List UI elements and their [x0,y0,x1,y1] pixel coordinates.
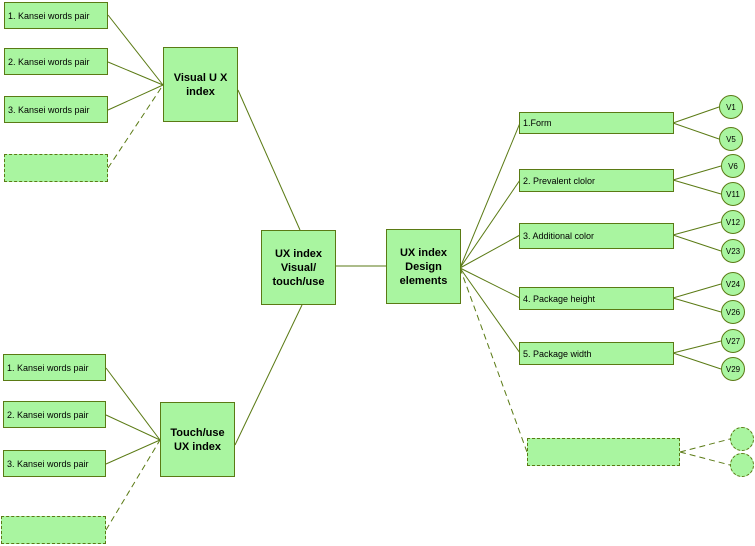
connector-top-pair-more [107,84,164,169]
connector-design-element-4 [459,267,521,299]
connector-v5 [672,122,720,140]
variable-v24: V24 [721,272,745,296]
design-element-prevalent-color: 2. Prevalent clolor [519,169,674,192]
design-element-more [527,438,680,466]
touch-ux-index: Touch/use UX index [160,402,235,477]
connector-top-pair-3 [107,84,164,111]
variable-v5: V5 [719,127,743,151]
visual-ux-index-line2: index [186,85,215,98]
connector-top-pair-1 [107,14,164,86]
visual-ux-index-line1: Visual U X [173,71,228,84]
connector-more-top [679,438,731,453]
variable-v1: V1 [719,95,743,119]
connector-touch-center [234,304,303,446]
connector-design-element-3 [459,234,521,269]
connector-design-element-1 [459,122,521,269]
design-element-additional-color: 3. Additional color [519,223,674,249]
bottom-kansei-pair-1: 1. Kansei words pair [3,354,106,381]
bottom-kansei-pair-2: 2. Kansei words pair [3,401,106,428]
variable-more-bottom [730,453,754,477]
top-kansei-pair-2: 2. Kansei words pair [4,48,108,75]
connector-v26 [672,297,722,313]
connector-top-pair-2 [107,61,164,86]
touch-ux-index-line2: UX index [173,440,222,453]
variable-v12: V12 [721,210,745,234]
connector-bottom-pair-3 [105,439,161,465]
connector-v23 [672,234,722,252]
bottom-kansei-pair-3: 3. Kansei words pair [3,450,106,477]
variable-v23: V23 [721,239,745,263]
connector-v24 [672,283,722,299]
top-kansei-pair-more [4,154,108,182]
connector-more-bottom [679,451,731,466]
touch-ux-index-line1: Touch/use [170,426,225,439]
bottom-kansei-pair-more [1,516,106,544]
connector-v12 [672,221,722,236]
variable-v29: V29 [721,357,745,381]
connector-v29 [672,352,722,370]
design-element-package-width: 5. Package width [519,342,674,365]
connector-design-element-2 [459,179,521,269]
design-element-package-height: 4. Package height [519,287,674,310]
connector-bottom-pair-2 [105,414,161,441]
connector-design-element-5 [459,267,521,354]
variable-v26: V26 [721,300,745,324]
center-ux-index-line3: touch/use [272,275,325,288]
variable-v11: V11 [721,182,745,206]
center-ux-index-line2: Visual/ [280,261,317,274]
connector-v1 [672,106,720,124]
design-elements-line3: elements [399,274,448,287]
connector-design-element-more [459,267,528,453]
design-element-form: 1.Form [519,112,674,134]
design-elements-line1: UX index [399,246,448,259]
connector-v6 [672,165,722,181]
design-elements-index: UX index Design elements [386,229,461,304]
center-ux-index: UX index Visual/ touch/use [261,230,336,305]
connector-v27 [672,340,722,354]
connector-v11 [672,179,722,195]
connector-bottom-pair-more [105,439,161,531]
visual-ux-index: Visual U X index [163,47,238,122]
top-kansei-pair-1: 1. Kansei words pair [4,2,108,29]
connector-bottom-pair-1 [105,367,161,441]
design-elements-line2: Design [405,260,442,273]
center-ux-index-line1: UX index [274,247,323,260]
top-kansei-pair-3: 3. Kansei words pair [4,96,108,123]
connector-visual-center [237,89,301,231]
variable-more-top [730,427,754,451]
variable-v6: V6 [721,154,745,178]
variable-v27: V27 [721,329,745,353]
